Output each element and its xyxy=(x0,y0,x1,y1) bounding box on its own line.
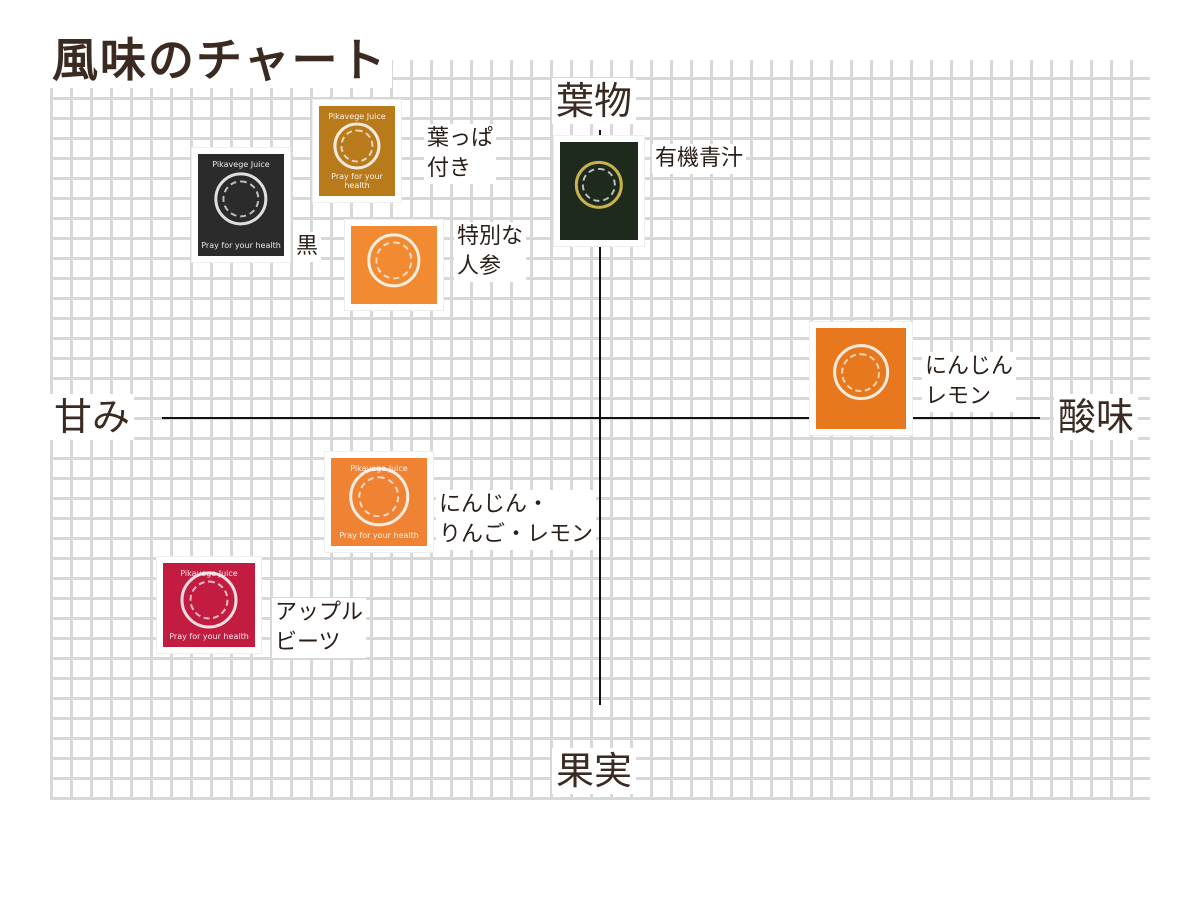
face-logo-icon xyxy=(180,571,238,629)
product-label-line: りんご・レモン xyxy=(439,522,594,547)
face-logo-icon xyxy=(833,344,889,401)
package-slogan: Pray for your health xyxy=(169,632,249,641)
product-label: 黒 xyxy=(293,232,322,262)
product-package xyxy=(345,220,443,310)
product-label-line: レモン xyxy=(925,384,992,409)
product-label: アップルビーツ xyxy=(272,598,367,658)
product-label-line: 付き xyxy=(427,156,472,181)
face-logo-icon xyxy=(367,233,421,287)
horizontal-axis xyxy=(162,417,1040,419)
axis-label-bottom: 果実 xyxy=(552,748,637,794)
product-label-line: 有機青汁 xyxy=(655,146,744,171)
product-label-line: アップル xyxy=(275,600,364,625)
product-label: にんじん・りんご・レモン xyxy=(436,490,597,550)
face-logo-icon xyxy=(214,172,268,226)
package-slogan: Pray for your health xyxy=(339,531,419,540)
face-logo-icon xyxy=(574,160,624,210)
package-brand: Pikavege Juice xyxy=(328,112,386,121)
package-slogan: Pray for your health xyxy=(331,172,383,190)
vertical-axis xyxy=(599,130,601,705)
product-package xyxy=(810,322,912,435)
product-label: 特別な人参 xyxy=(454,222,527,282)
product-package xyxy=(554,136,644,246)
product-label-line: ビーツ xyxy=(275,630,341,655)
product-label-line: 人参 xyxy=(457,254,502,279)
product-label-line: 特別な xyxy=(457,224,524,249)
face-logo-icon xyxy=(333,122,381,170)
product-label-line: にんじん・ xyxy=(439,492,550,517)
axis-label-left: 甘み xyxy=(50,394,135,440)
product-label: 葉っぱ付き xyxy=(424,124,497,184)
axis-label-top: 葉物 xyxy=(552,78,637,124)
product-label-line: 葉っぱ xyxy=(427,126,494,151)
axis-label-right: 酸味 xyxy=(1054,394,1139,440)
product-label-line: 黒 xyxy=(296,234,319,259)
page-title: 風味のチャート xyxy=(48,32,392,88)
package-brand: Pikavege Juice xyxy=(180,569,238,578)
package-brand: Pikavege Juice xyxy=(350,464,408,473)
package-slogan: Pray for your health xyxy=(201,241,281,250)
package-brand: Pikavege Juice xyxy=(212,160,270,169)
product-label: にんじんレモン xyxy=(922,352,1017,412)
product-label-line: にんじん xyxy=(925,354,1014,379)
face-logo-icon xyxy=(349,466,409,527)
product-label: 有機青汁 xyxy=(652,144,747,174)
